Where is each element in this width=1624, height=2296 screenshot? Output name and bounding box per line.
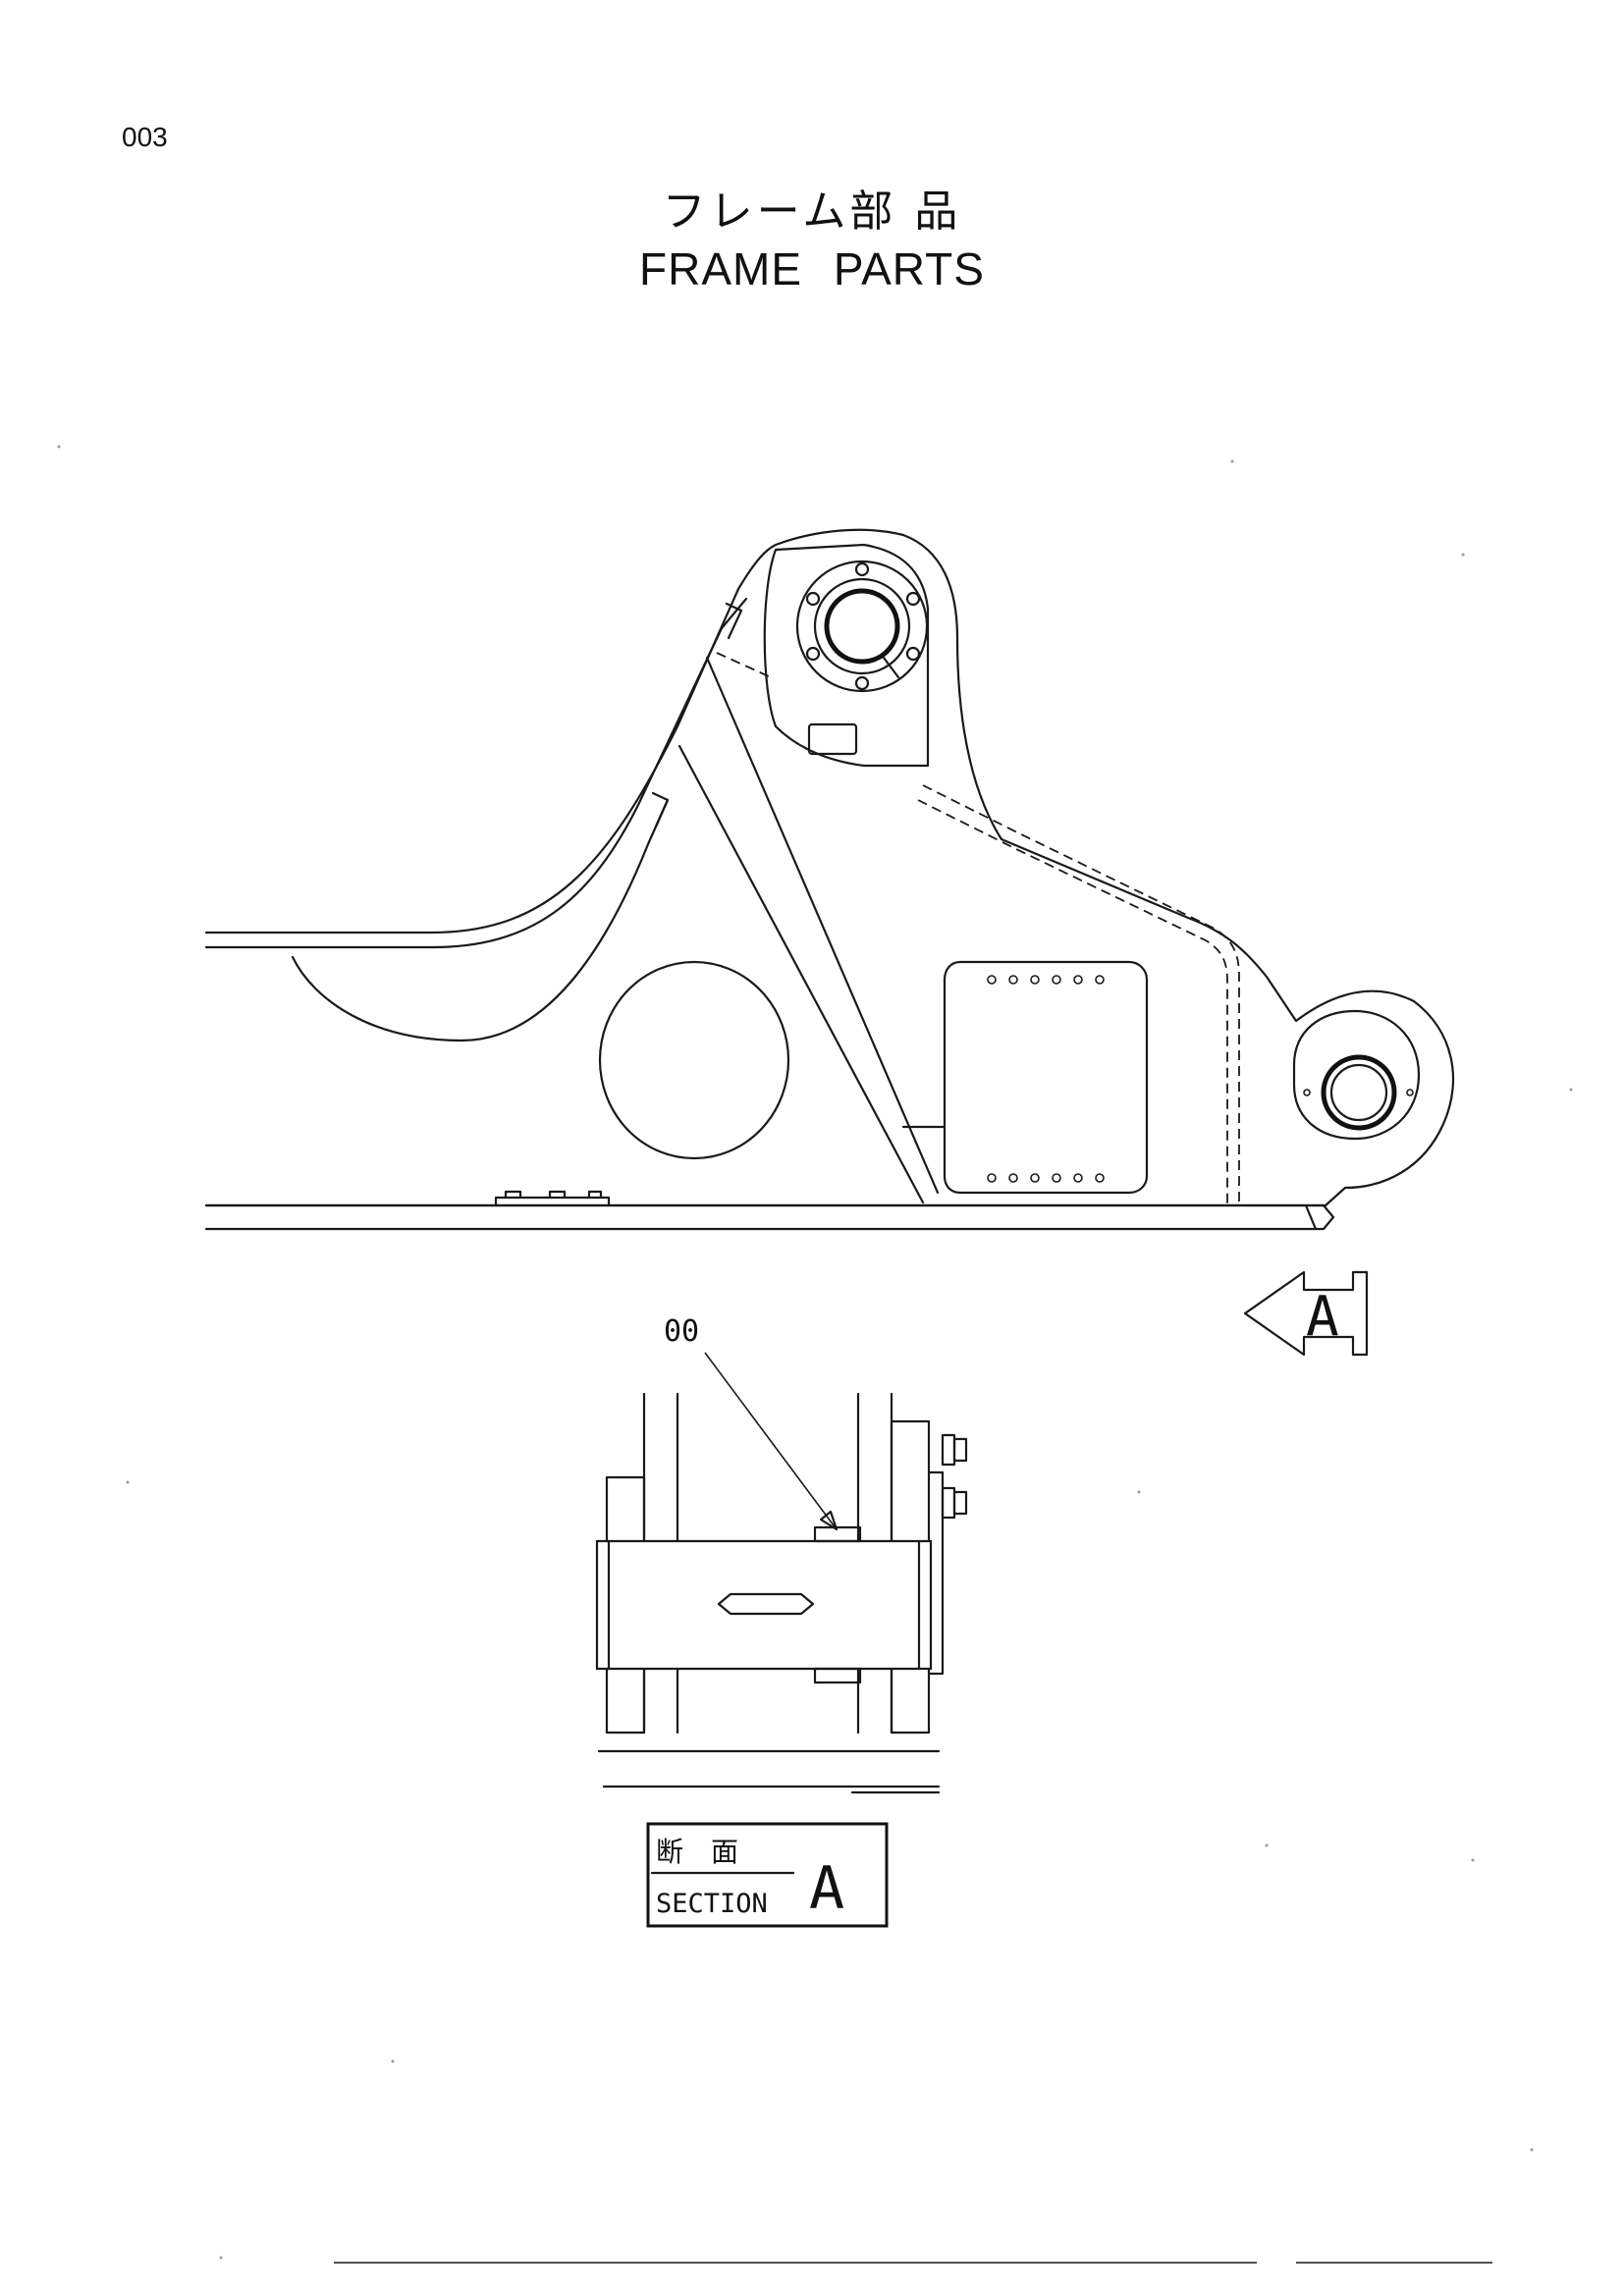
left-curved-rib (291, 798, 670, 1042)
page-title: フレーム部 品 FRAME PARTS (0, 185, 1624, 298)
diagonal-strut (677, 656, 940, 1204)
section-label-en: SECTION (656, 1889, 768, 1919)
section-label-letter: A (809, 1854, 844, 1923)
upper-lug-plate (763, 543, 930, 768)
cross-tube (595, 1539, 933, 1671)
cover-plate-bolt-row-top (987, 975, 1105, 985)
weld-seam-upper (716, 652, 772, 678)
section-label-box: 断 面 SECTION A (646, 1822, 889, 1928)
section-label-jp: 断 面 (656, 1836, 738, 1868)
spacer-top (813, 1525, 862, 1543)
view-arrow-letter: A (1306, 1285, 1339, 1349)
frame-outer-profile (204, 528, 1455, 1207)
frame-side-view (204, 528, 1455, 1231)
cover-plate (901, 960, 1149, 1195)
cover-plate-bolt-row-bottom (987, 1173, 1105, 1183)
title-japanese: フレーム部 品 (662, 187, 962, 237)
title-english: FRAME PARTS (639, 243, 985, 294)
upper-rib-tab (725, 602, 743, 640)
weld-seam-slope-inner (917, 799, 1228, 1205)
weld-seam-slope (922, 784, 1240, 1205)
callout-leader-line (704, 1352, 838, 1530)
view-arrow-a: A (1243, 1270, 1369, 1357)
section-bolts (941, 1433, 968, 1520)
nameplate-tab (807, 722, 858, 756)
bottom-plate (204, 1203, 1335, 1231)
spacer-bottom (813, 1667, 862, 1684)
section-a-view: 00 (595, 1314, 968, 1794)
bottom-weld-bars (494, 1190, 611, 1207)
boss-bolt-holes (805, 561, 921, 691)
tube-slot (717, 1592, 815, 1616)
page-number: 003 (122, 122, 168, 152)
scan-noise-dots (57, 445, 1573, 2260)
upper-arm-inner-edge (204, 597, 748, 949)
upper-pivot-boss (795, 560, 929, 693)
left-rib-tab (651, 791, 670, 828)
lower-pivot-boss (1292, 1009, 1421, 1141)
lightening-hole (598, 960, 790, 1160)
part-callout-number: 00 (664, 1314, 699, 1349)
callout-arrowhead (819, 1510, 839, 1531)
